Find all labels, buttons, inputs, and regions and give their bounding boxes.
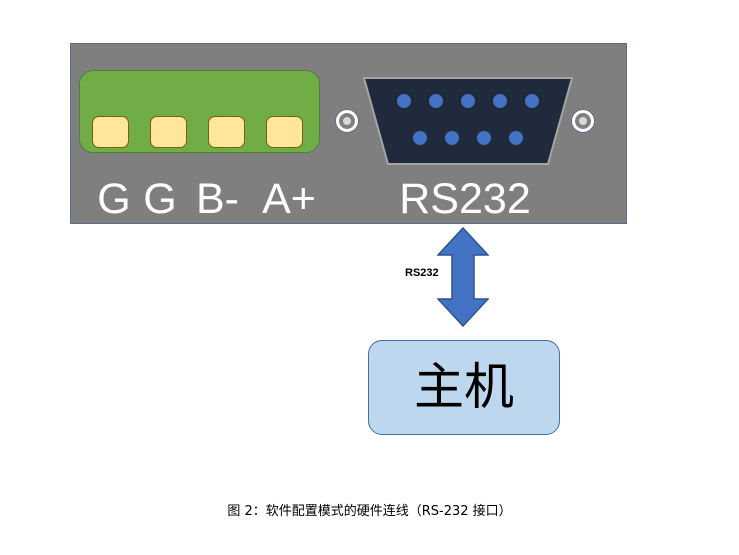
db9-pin <box>461 94 475 108</box>
db9-pin <box>493 94 507 108</box>
port-label: RS232 <box>399 175 531 223</box>
terminal-pin <box>208 116 245 148</box>
db9-pin <box>429 94 443 108</box>
db9-connector-icon <box>362 77 574 165</box>
terminal-label-g1: G <box>97 175 131 223</box>
db9-pin <box>397 94 411 108</box>
db9-pin <box>509 131 523 145</box>
host-label: 主机 <box>414 358 514 416</box>
db9-pin <box>445 131 459 145</box>
terminal-label-a-plus: A+ <box>262 175 316 223</box>
double-arrow-icon <box>437 227 489 327</box>
screw-hole-icon <box>572 110 594 132</box>
terminal-pin <box>266 116 303 148</box>
terminal-label-b-minus: B- <box>196 175 239 223</box>
link-label: RS232 <box>405 267 439 279</box>
screw-hole-icon <box>336 110 358 132</box>
terminal-pin <box>150 116 187 148</box>
db9-pin <box>477 131 491 145</box>
figure-caption: 图 2：软件配置模式的硬件连线（RS-232 接口） <box>227 504 512 519</box>
host-box <box>368 340 560 435</box>
terminal-label-g2: G <box>143 175 177 223</box>
terminal-pin <box>92 116 129 148</box>
db9-pin <box>413 131 427 145</box>
terminal-block <box>79 70 320 153</box>
db9-pin <box>525 94 539 108</box>
